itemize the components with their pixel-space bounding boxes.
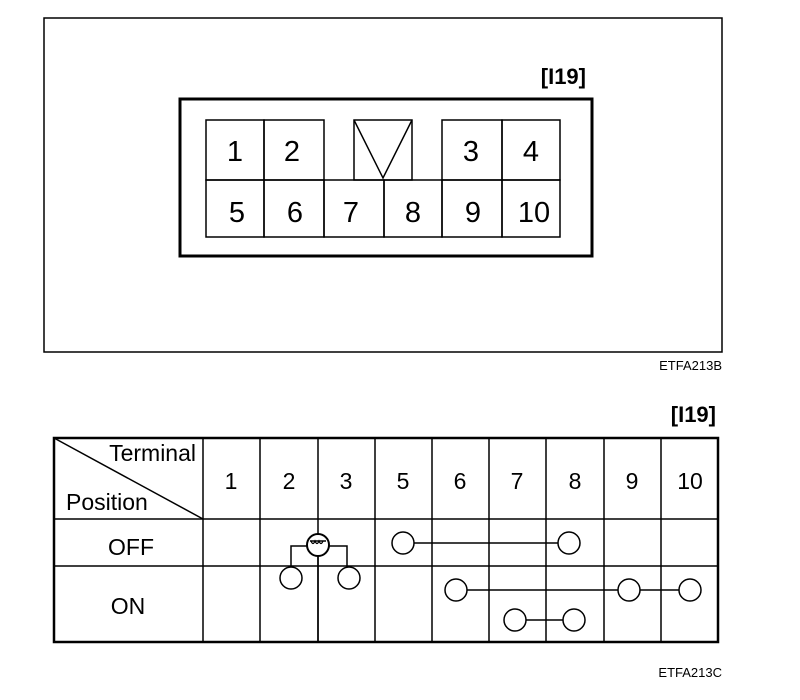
terminal-6-node bbox=[444, 578, 468, 602]
pin-label-8: 8 bbox=[405, 197, 421, 229]
table-code: [I19] bbox=[671, 402, 716, 427]
pin-label-9: 9 bbox=[465, 197, 481, 229]
terminal-10-node bbox=[678, 578, 702, 602]
terminal-8-on-node bbox=[562, 608, 586, 632]
table-column-lines bbox=[202, 438, 662, 642]
position-on-label: ON bbox=[111, 593, 146, 619]
pin-label-5: 5 bbox=[229, 197, 245, 229]
pin-label-6: 6 bbox=[287, 197, 303, 229]
pin-label-7: 7 bbox=[343, 197, 359, 229]
key-mark-box bbox=[353, 119, 413, 181]
illumination-lamp-connection bbox=[279, 533, 361, 642]
connector-view: [I19] 1 2 3 4 5 6 7 8 9 10 ETFA213B bbox=[43, 17, 723, 373]
terminal-header-5: 5 bbox=[397, 468, 410, 494]
terminal-8-node bbox=[557, 531, 581, 555]
lamp-icon bbox=[306, 533, 330, 557]
terminal-9-node bbox=[617, 578, 641, 602]
table-frame bbox=[52, 436, 720, 644]
terminal-header-8: 8 bbox=[569, 468, 582, 494]
position-off-label: OFF bbox=[108, 534, 154, 560]
terminal-7-node bbox=[503, 608, 527, 632]
terminal-3-node bbox=[337, 566, 361, 590]
connector-frame bbox=[43, 17, 723, 353]
pin-label-10: 10 bbox=[518, 197, 550, 229]
terminal-header-6: 6 bbox=[454, 468, 467, 494]
header-terminal-label: Terminal bbox=[109, 440, 196, 466]
header-position-label: Position bbox=[66, 489, 148, 515]
pin-label-2: 2 bbox=[284, 136, 300, 168]
terminal-2-node bbox=[279, 566, 303, 590]
key-mark-triangle-icon bbox=[353, 119, 413, 180]
pin-label-3: 3 bbox=[463, 136, 479, 168]
on-continuity-6-9-10 bbox=[444, 578, 702, 602]
off-continuity-5-8 bbox=[391, 531, 581, 555]
connector-code: [I19] bbox=[541, 64, 586, 89]
terminal-header-9: 9 bbox=[626, 468, 639, 494]
on-continuity-7-8 bbox=[503, 608, 586, 632]
pin-label-4: 4 bbox=[523, 136, 539, 168]
terminal-5-node bbox=[391, 531, 415, 555]
pin-cell-10 bbox=[501, 179, 561, 238]
header-diagonal bbox=[53, 437, 204, 520]
terminal-header-1: 1 bbox=[225, 468, 238, 494]
terminal-header-3: 3 bbox=[340, 468, 353, 494]
table-figure-id: ETFA213C bbox=[658, 665, 722, 680]
pin-label-1: 1 bbox=[227, 136, 243, 168]
continuity-table: [I19] Terminal Position 1 2 3 5 6 7 8 9 bbox=[52, 402, 722, 680]
terminal-header-10: 10 bbox=[677, 468, 703, 494]
connector-figure-id: ETFA213B bbox=[659, 358, 722, 373]
terminal-header-7: 7 bbox=[511, 468, 524, 494]
connector-housing bbox=[178, 97, 594, 258]
terminal-header-2: 2 bbox=[283, 468, 296, 494]
